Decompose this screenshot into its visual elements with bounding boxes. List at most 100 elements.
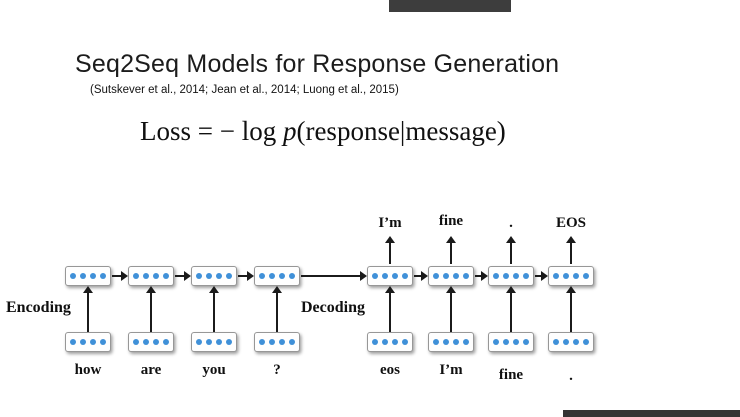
encoder-input-box — [191, 332, 237, 352]
vector-dot — [573, 339, 579, 345]
arrow-right-icon — [175, 271, 191, 281]
vector-dot — [80, 273, 86, 279]
vector-dot — [523, 339, 529, 345]
arrow-right-icon — [535, 271, 548, 281]
decoder-input-box — [548, 332, 594, 352]
vector-dot — [402, 273, 408, 279]
arrow-up-icon — [566, 236, 576, 264]
decoder-output-word: . — [509, 215, 513, 231]
vector-dot — [90, 273, 96, 279]
vector-dot — [583, 339, 589, 345]
encoder-input-word: how — [74, 362, 102, 378]
encoder-input-box — [65, 332, 111, 352]
vector-dot — [226, 339, 232, 345]
vector-dot — [443, 339, 449, 345]
letterbox-top-bar — [389, 0, 511, 12]
vector-dot — [453, 339, 459, 345]
arrow-up-icon — [506, 286, 516, 332]
arrow-up-icon — [506, 236, 516, 264]
decoder-input-box — [367, 332, 413, 352]
slide-title: Seq2Seq Models for Response Generation — [75, 50, 560, 78]
vector-dot — [493, 339, 499, 345]
arrow-right-icon — [475, 271, 488, 281]
encoder-input-box — [128, 332, 174, 352]
encoder-input-box — [254, 332, 300, 352]
vector-dot — [382, 273, 388, 279]
vector-dot — [226, 273, 232, 279]
arrow-up-icon — [385, 286, 395, 332]
encoder-hidden-box — [65, 266, 111, 286]
decoder-hidden-box — [548, 266, 594, 286]
vector-dot — [133, 273, 139, 279]
vector-dot — [206, 273, 212, 279]
vector-dot — [80, 339, 86, 345]
encoder-input-word: ? — [273, 362, 281, 378]
arrow-up-icon — [446, 236, 456, 264]
vector-dot — [70, 273, 76, 279]
vector-dot — [583, 273, 589, 279]
arrow-up-icon — [385, 236, 395, 264]
arrow-up-icon — [146, 286, 156, 332]
decoder-output-word: EOS — [555, 215, 586, 231]
vector-dot — [289, 273, 295, 279]
formula-prefix: Loss = − log — [140, 116, 283, 146]
vector-dot — [269, 273, 275, 279]
arrow-right-icon — [238, 271, 254, 281]
vector-dot — [196, 273, 202, 279]
vector-dot — [553, 339, 559, 345]
vector-dot — [163, 273, 169, 279]
decoder-input-word: fine — [498, 367, 524, 383]
encoder-hidden-box — [128, 266, 174, 286]
encoder-input-word: you — [202, 362, 226, 378]
vector-dot — [289, 339, 295, 345]
vector-dot — [553, 273, 559, 279]
vector-dot — [216, 339, 222, 345]
decoder-input-box — [428, 332, 474, 352]
vector-dot — [143, 339, 149, 345]
vector-dot — [453, 273, 459, 279]
vector-dot — [443, 273, 449, 279]
vector-dot — [372, 273, 378, 279]
vector-dot — [196, 339, 202, 345]
vector-dot — [90, 339, 96, 345]
vector-dot — [513, 273, 519, 279]
decoder-output-word: fine — [438, 213, 464, 229]
vector-dot — [503, 339, 509, 345]
arrow-up-icon — [446, 286, 456, 332]
encoding-label: Encoding — [6, 299, 71, 316]
vector-dot — [259, 339, 265, 345]
vector-dot — [100, 273, 106, 279]
decoder-output-word: I’m — [378, 215, 402, 231]
letterbox-bottom-bar — [563, 410, 740, 417]
decoder-hidden-box — [367, 266, 413, 286]
arrow-up-icon — [209, 286, 219, 332]
decoder-input-word: I’m — [439, 362, 463, 378]
decoder-input-word: . — [569, 368, 573, 384]
vector-dot — [433, 273, 439, 279]
vector-dot — [269, 339, 275, 345]
decoder-hidden-box — [488, 266, 534, 286]
arrow-up-icon — [272, 286, 282, 332]
loss-formula: Loss = − log p(response|message) — [140, 116, 506, 147]
vector-dot — [493, 273, 499, 279]
vector-dot — [216, 273, 222, 279]
arrow-right-icon — [301, 271, 367, 281]
vector-dot — [153, 339, 159, 345]
decoding-label: Decoding — [301, 299, 365, 316]
vector-dot — [153, 273, 159, 279]
vector-dot — [563, 339, 569, 345]
encoder-input-word: are — [140, 362, 162, 378]
vector-dot — [143, 273, 149, 279]
decoder-hidden-box — [428, 266, 474, 286]
vector-dot — [163, 339, 169, 345]
vector-dot — [133, 339, 139, 345]
vector-dot — [206, 339, 212, 345]
encoder-hidden-box — [254, 266, 300, 286]
arrow-right-icon — [414, 271, 428, 281]
arrow-up-icon — [83, 286, 93, 332]
vector-dot — [279, 339, 285, 345]
encoder-hidden-box — [191, 266, 237, 286]
vector-dot — [573, 273, 579, 279]
